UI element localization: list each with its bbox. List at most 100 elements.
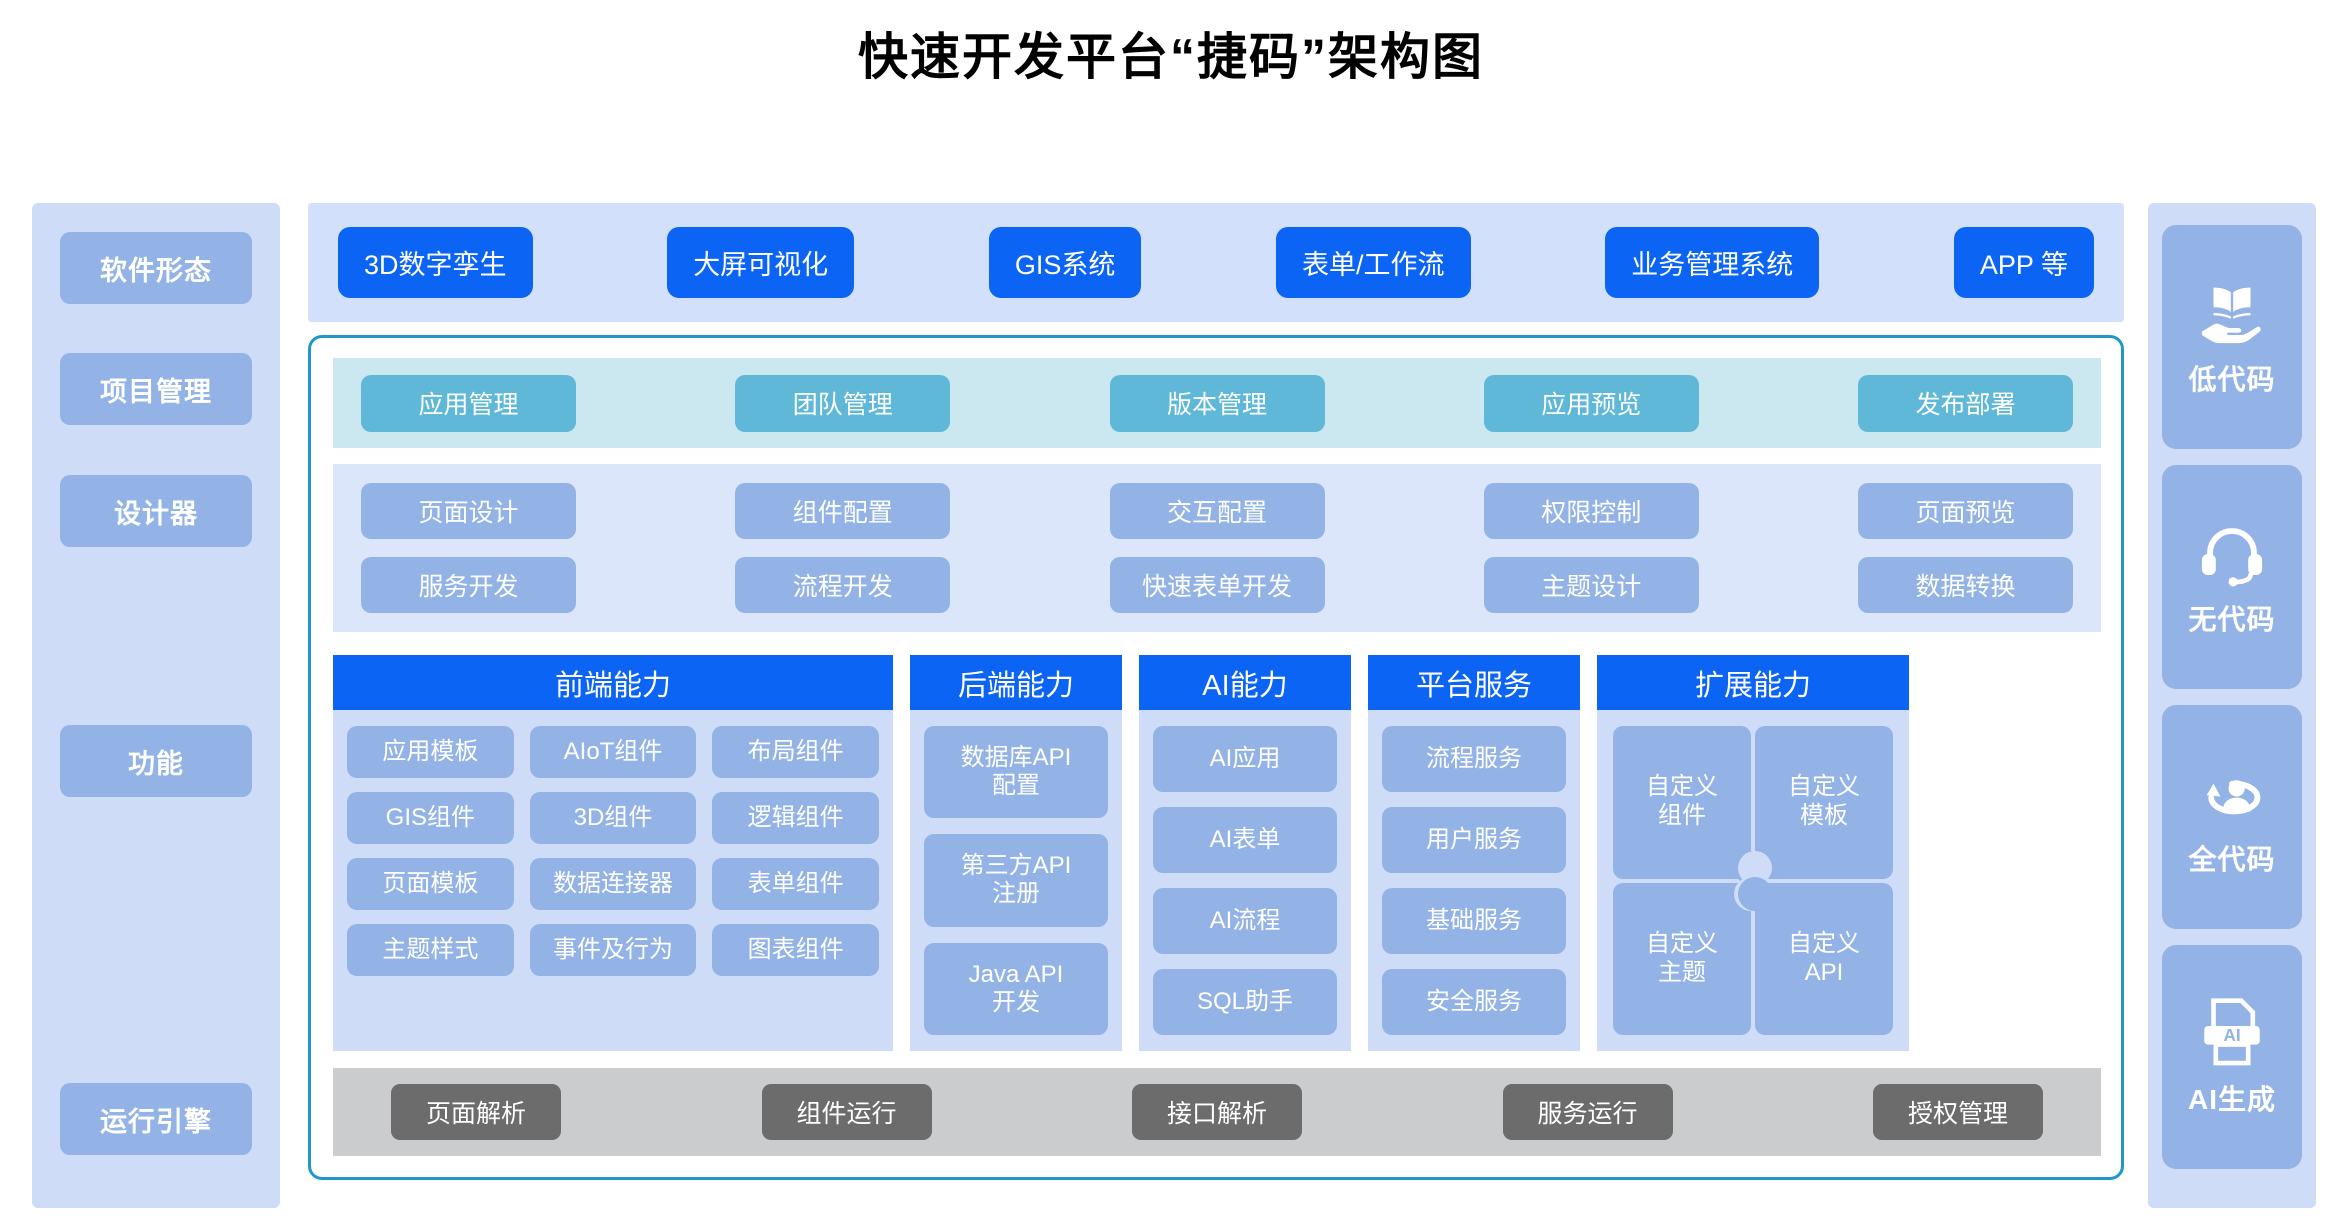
layer-label-runtime-engine: 运行引擎 bbox=[60, 1083, 252, 1155]
designer-chip-r2-0[interactable]: 服务开发 bbox=[361, 557, 576, 613]
person-cycle-icon bbox=[2206, 780, 2261, 815]
frontend-chip-grid: 应用模板 AIoT组件 布局组件 GIS组件 3D组件 逻辑组件 页面模板 数据… bbox=[347, 726, 879, 976]
function-column-title-platform: 平台服务 bbox=[1368, 655, 1580, 710]
frontend-chip-5[interactable]: 逻辑组件 bbox=[712, 792, 879, 844]
frontend-chip-2[interactable]: 布局组件 bbox=[712, 726, 879, 778]
software-form-chip-3[interactable]: 表单/工作流 bbox=[1276, 227, 1471, 298]
function-column-platform: 平台服务 流程服务 用户服务 基础服务 安全服务 bbox=[1368, 655, 1580, 1051]
ai-document-icon: AI bbox=[2204, 998, 2260, 1066]
designer-row-1: 页面设计 组件配置 交互配置 权限控制 页面预览 bbox=[361, 483, 2073, 539]
software-form-chip-5[interactable]: APP 等 bbox=[1953, 227, 2094, 298]
software-form-chip-2[interactable]: GIS系统 bbox=[988, 227, 1142, 298]
software-form-band: 3D数字孪生 大屏可视化 GIS系统 表单/工作流 业务管理系统 APP 等 bbox=[308, 203, 2124, 322]
ai-chip-2[interactable]: AI流程 bbox=[1153, 888, 1337, 954]
frontend-chip-9[interactable]: 主题样式 bbox=[347, 924, 514, 976]
designer-chip-r1-3[interactable]: 权限控制 bbox=[1483, 483, 1699, 539]
platform-chip-0[interactable]: 流程服务 bbox=[1382, 726, 1566, 792]
function-column-body-ai: AI应用 AI表单 AI流程 SQL助手 bbox=[1139, 710, 1351, 1051]
runtime-chip-0[interactable]: 页面解析 bbox=[391, 1084, 561, 1140]
designer-band: 页面设计 组件配置 交互配置 权限控制 页面预览 服务开发 流程开发 快速表单开… bbox=[333, 464, 2101, 632]
left-layer-rail: 软件形态 项目管理 设计器 功能 运行引擎 bbox=[32, 203, 280, 1208]
mode-card-no-code[interactable]: 无代码 bbox=[2162, 465, 2302, 689]
runtime-engine-band: 页面解析 组件运行 接口解析 服务运行 授权管理 bbox=[333, 1068, 2101, 1156]
designer-row-2: 服务开发 流程开发 快速表单开发 主题设计 数据转换 bbox=[361, 557, 2073, 613]
layer-label-project-management: 项目管理 bbox=[60, 353, 252, 425]
software-form-chip-1[interactable]: 大屏可视化 bbox=[667, 227, 855, 298]
project-management-band: 应用管理 团队管理 版本管理 应用预览 发布部署 bbox=[333, 358, 2101, 448]
function-column-title-ai: AI能力 bbox=[1139, 655, 1351, 710]
extension-piece-label-0: 自定义组件 bbox=[1646, 773, 1718, 830]
runtime-chip-2[interactable]: 接口解析 bbox=[1132, 1084, 1302, 1140]
designer-chip-r2-3[interactable]: 主题设计 bbox=[1483, 557, 1699, 613]
project-management-chip-3[interactable]: 应用预览 bbox=[1483, 374, 1699, 432]
mode-label-full-code: 全代码 bbox=[2188, 844, 2276, 875]
software-form-chip-4[interactable]: 业务管理系统 bbox=[1605, 227, 1820, 298]
designer-chip-r1-0[interactable]: 页面设计 bbox=[361, 483, 576, 539]
platform-container: 应用管理 团队管理 版本管理 应用预览 发布部署 页面设计 组件配置 交互配置 … bbox=[308, 335, 2124, 1180]
mode-label-low-code: 低代码 bbox=[2188, 364, 2276, 395]
ai-chip-3[interactable]: SQL助手 bbox=[1153, 969, 1337, 1035]
extension-piece-custom-component[interactable]: 自定义组件 bbox=[1613, 726, 1768, 884]
mode-label-no-code: 无代码 bbox=[2188, 604, 2276, 635]
book-in-hand-icon bbox=[2201, 287, 2261, 344]
frontend-chip-6[interactable]: 页面模板 bbox=[347, 858, 514, 910]
function-column-title-extension: 扩展能力 bbox=[1597, 655, 1909, 710]
mode-card-low-code[interactable]: 低代码 bbox=[2162, 225, 2302, 449]
software-form-chip-0[interactable]: 3D数字孪生 bbox=[338, 227, 533, 298]
project-management-chip-4[interactable]: 发布部署 bbox=[1858, 374, 2073, 432]
frontend-chip-1[interactable]: AIoT组件 bbox=[529, 726, 697, 778]
ai-chip-0[interactable]: AI应用 bbox=[1153, 726, 1337, 792]
runtime-chip-3[interactable]: 服务运行 bbox=[1502, 1084, 1673, 1140]
frontend-chip-4[interactable]: 3D组件 bbox=[529, 792, 697, 844]
designer-chip-r2-1[interactable]: 流程开发 bbox=[735, 557, 951, 613]
svg-text:AI: AI bbox=[2223, 1025, 2240, 1045]
platform-chip-1[interactable]: 用户服务 bbox=[1382, 807, 1566, 873]
extension-piece-label-1: 自定义模板 bbox=[1788, 773, 1860, 830]
frontend-chip-0[interactable]: 应用模板 bbox=[347, 726, 514, 778]
runtime-chip-1[interactable]: 组件运行 bbox=[761, 1084, 932, 1140]
frontend-chip-7[interactable]: 数据连接器 bbox=[529, 858, 697, 910]
function-column-title-frontend: 前端能力 bbox=[333, 655, 893, 710]
layer-label-designer: 设计器 bbox=[60, 475, 252, 547]
platform-chip-3[interactable]: 安全服务 bbox=[1382, 969, 1566, 1035]
project-management-chip-0[interactable]: 应用管理 bbox=[361, 374, 576, 432]
frontend-chip-8[interactable]: 表单组件 bbox=[712, 858, 879, 910]
project-management-chip-1[interactable]: 团队管理 bbox=[735, 374, 951, 432]
right-mode-rail: 低代码 无代码 全代码 A bbox=[2148, 203, 2316, 1208]
ai-chip-1[interactable]: AI表单 bbox=[1153, 807, 1337, 873]
frontend-chip-10[interactable]: 事件及行为 bbox=[529, 924, 697, 976]
function-column-title-backend: 后端能力 bbox=[910, 655, 1122, 710]
mode-card-full-code[interactable]: 全代码 bbox=[2162, 705, 2302, 929]
mode-card-ai-generate[interactable]: AI AI生成 bbox=[2162, 945, 2302, 1169]
platform-chip-2[interactable]: 基础服务 bbox=[1382, 888, 1566, 954]
layer-label-function: 功能 bbox=[60, 725, 252, 797]
frontend-chip-11[interactable]: 图表组件 bbox=[712, 924, 879, 976]
designer-chip-r1-1[interactable]: 组件配置 bbox=[735, 483, 951, 539]
function-column-body-frontend: 应用模板 AIoT组件 布局组件 GIS组件 3D组件 逻辑组件 页面模板 数据… bbox=[333, 710, 893, 1051]
extension-piece-label-2: 自定义主题 bbox=[1646, 929, 1718, 986]
headset-icon bbox=[2201, 528, 2263, 587]
designer-chip-r1-2[interactable]: 交互配置 bbox=[1109, 483, 1325, 539]
function-column-ai: AI能力 AI应用 AI表单 AI流程 SQL助手 bbox=[1139, 655, 1351, 1051]
designer-chip-r1-4[interactable]: 页面预览 bbox=[1858, 483, 2073, 539]
function-area: 前端能力 应用模板 AIoT组件 布局组件 GIS组件 3D组件 逻辑组件 页面… bbox=[333, 655, 2101, 1051]
function-column-frontend: 前端能力 应用模板 AIoT组件 布局组件 GIS组件 3D组件 逻辑组件 页面… bbox=[333, 655, 893, 1051]
runtime-chip-4[interactable]: 授权管理 bbox=[1873, 1084, 2043, 1140]
frontend-chip-3[interactable]: GIS组件 bbox=[347, 792, 514, 844]
designer-chip-r2-4[interactable]: 数据转换 bbox=[1858, 557, 2073, 613]
mode-label-ai-generate: AI生成 bbox=[2187, 1084, 2276, 1115]
extension-piece-custom-theme[interactable]: 自定义主题 bbox=[1613, 876, 1768, 1035]
designer-chip-r2-2[interactable]: 快速表单开发 bbox=[1109, 557, 1325, 613]
project-management-chip-2[interactable]: 版本管理 bbox=[1109, 374, 1325, 432]
extension-piece-custom-template[interactable]: 自定义模板 bbox=[1738, 726, 1893, 884]
